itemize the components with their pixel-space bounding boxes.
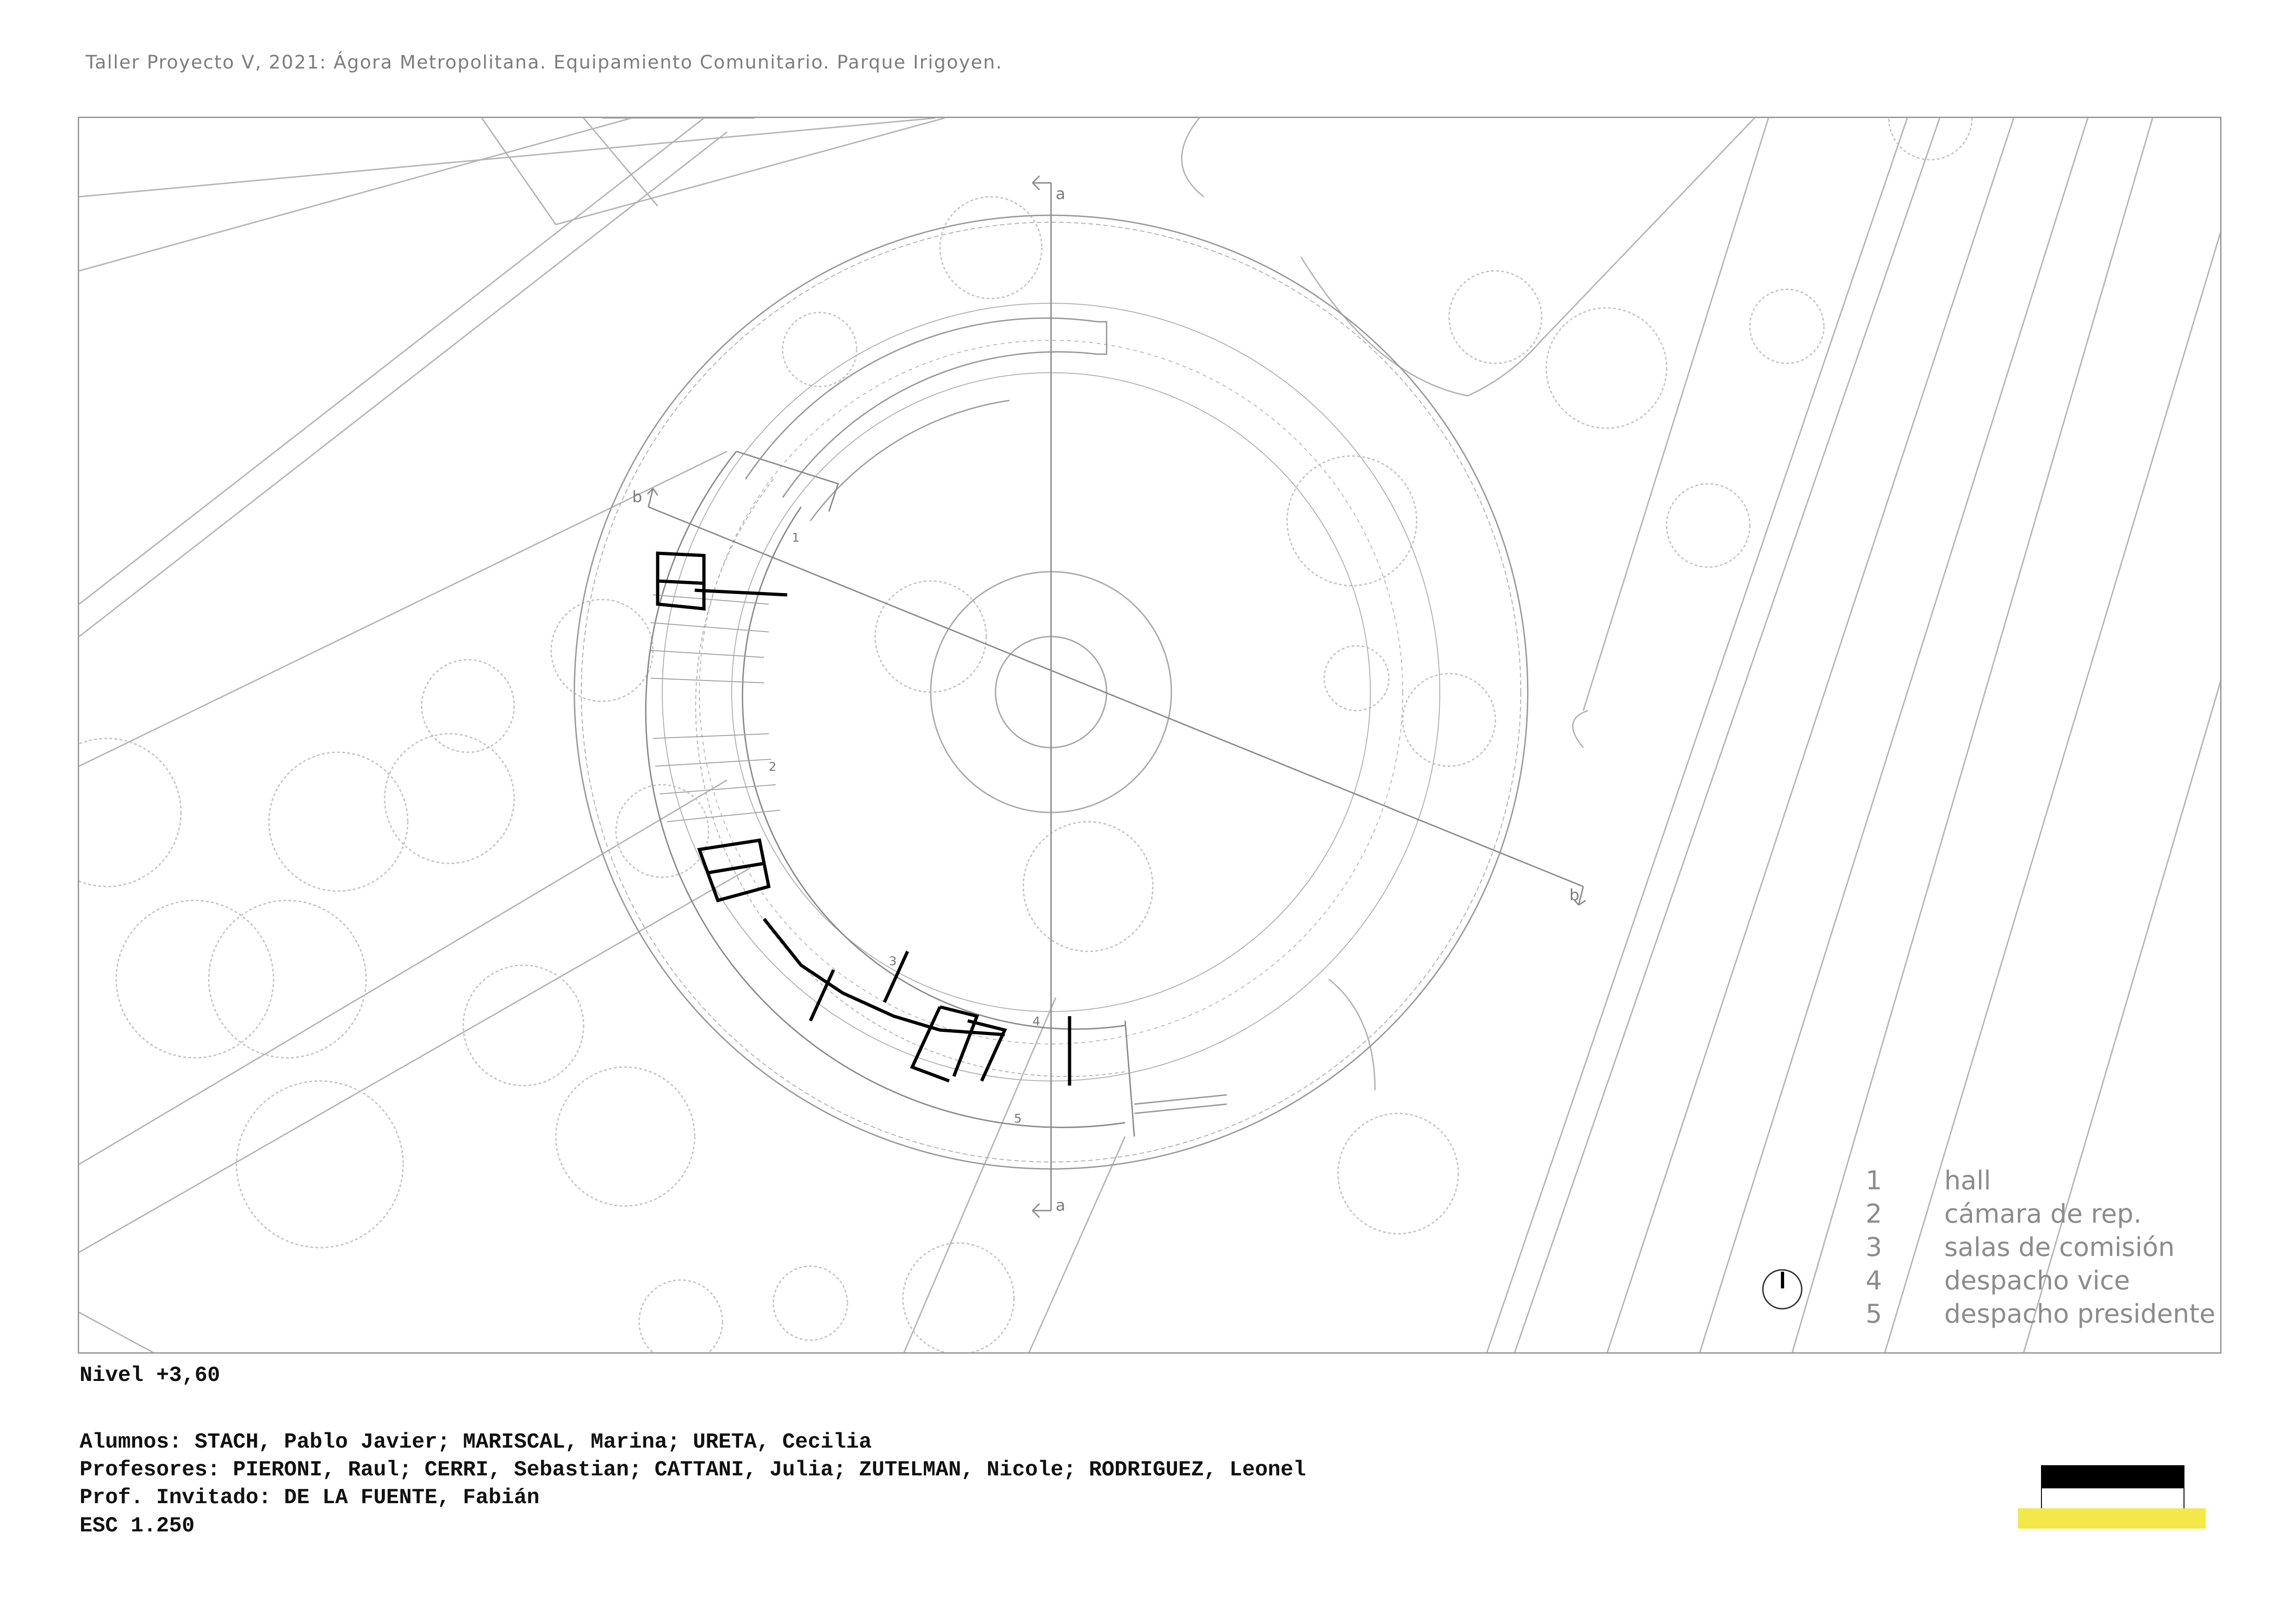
legend-item: 5 despacho presidente (1866, 1298, 2215, 1331)
legend-item: 3 salas de comisión (1866, 1231, 2215, 1264)
scale-label: ESC 1.250 (80, 1514, 195, 1538)
section-labels: a a b b (632, 185, 1580, 1215)
legend-item: 4 despacho vice (1866, 1264, 2215, 1298)
legend-number: 5 (1866, 1299, 1882, 1329)
guest-professor-line: Prof. Invitado: DE LA FUENTE, Fabián (80, 1486, 540, 1510)
room-numbers: 1 2 3 4 5 (769, 531, 1040, 1126)
room-number-3: 3 (889, 955, 897, 968)
legend-label: cámara de rep. (1944, 1199, 2142, 1229)
structural-walls (656, 551, 1071, 1086)
legend-item: 2 cámara de rep. (1866, 1198, 2215, 1231)
room-number-4: 4 (1033, 1015, 1040, 1029)
north-arrow-icon (1762, 1269, 1803, 1310)
tree-clusters (79, 118, 1973, 1352)
scale-bar-yellow (2018, 1508, 2206, 1529)
section-a-bottom-label: a (1056, 1196, 1065, 1215)
section-b-left-label: b (632, 488, 642, 506)
room-number-2: 2 (769, 760, 777, 774)
legend-label: hall (1944, 1166, 1991, 1196)
legend: 1 hall 2 cámara de rep. 3 salas de comis… (1866, 1164, 2215, 1331)
room-number-1: 1 (792, 531, 800, 545)
floor-plan-drawing: a a b b 1 2 3 4 5 (79, 118, 2220, 1352)
section-b-right-label: b (1569, 886, 1580, 905)
section-lines (647, 175, 1586, 1218)
legend-label: salas de comisión (1944, 1232, 2175, 1262)
scale-bar-white (2041, 1487, 2184, 1510)
credits-block: Alumnos: STACH, Pablo Javier; MARISCAL, … (80, 1428, 1306, 1512)
professors-line: Profesores: PIERONI, Raul; CERRI, Sebast… (80, 1458, 1307, 1482)
site-context-lines (79, 118, 2220, 1352)
legend-number: 4 (1866, 1266, 1882, 1296)
students-line: Alumnos: STACH, Pablo Javier; MARISCAL, … (80, 1430, 872, 1454)
legend-item: 1 hall (1866, 1164, 2215, 1198)
sheet-title: Taller Proyecto V, 2021: Ágora Metropoli… (86, 52, 1003, 73)
legend-number: 1 (1866, 1166, 1882, 1196)
floor-plan: a a b b 1 2 3 4 5 1 hall 2 cámara de rep… (78, 117, 2221, 1354)
legend-label: despacho presidente (1944, 1299, 2215, 1329)
legend-label: despacho vice (1944, 1266, 2130, 1296)
scale-bar-black (2041, 1465, 2184, 1487)
section-a-top-label: a (1056, 185, 1065, 203)
level-label: Nivel +3,60 (80, 1363, 220, 1387)
legend-number: 3 (1866, 1232, 1882, 1262)
legend-number: 2 (1866, 1199, 1882, 1229)
room-number-5: 5 (1014, 1112, 1022, 1126)
